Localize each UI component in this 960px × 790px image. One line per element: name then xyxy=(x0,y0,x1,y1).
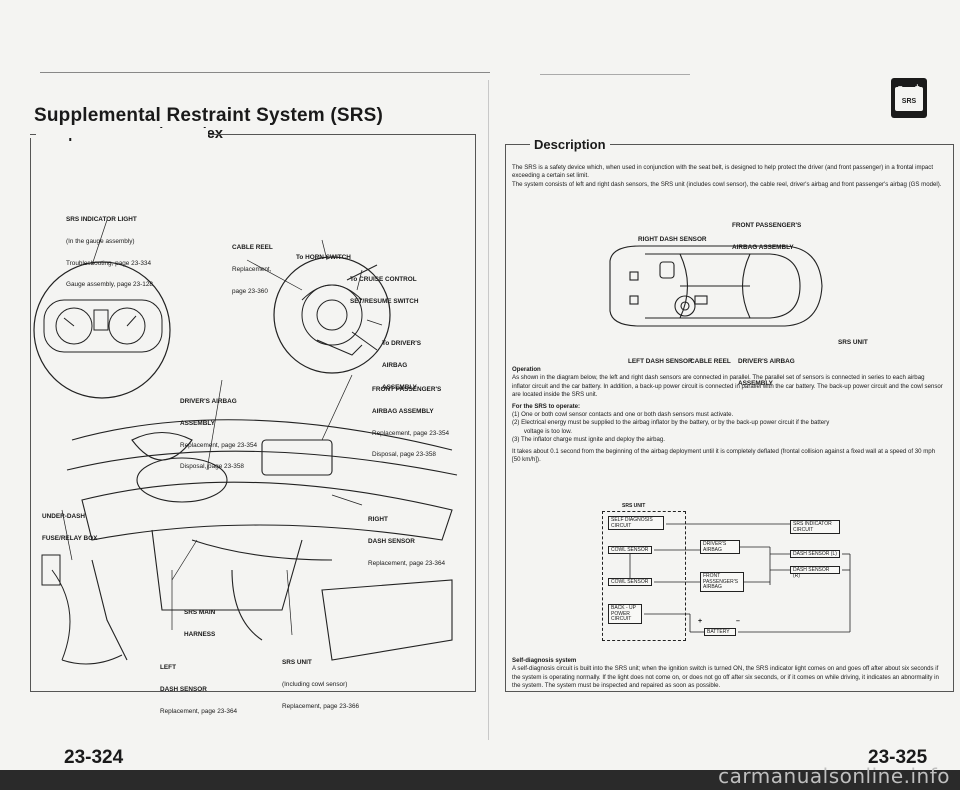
description-heading: Description xyxy=(530,137,610,152)
dashboard-illustration xyxy=(33,219,458,665)
callout-srs-unit: SRS UNIT (Including cowl sensor) Replace… xyxy=(282,659,360,710)
callout-srs-indicator: SRS INDICATOR LIGHT (In the gauge assemb… xyxy=(66,216,153,289)
callout-left-dash-sensor: LEFT DASH SENSOR Replacement, page 23-36… xyxy=(160,664,238,715)
cable-reel-detail xyxy=(301,264,378,356)
callout-right-dash-sensor: RIGHT DASH SENSOR Replacement, page 23-3… xyxy=(368,516,446,567)
block-diagram-wires xyxy=(629,523,851,633)
callout-cable-reel: CABLE REEL Replacement, page 23-360 xyxy=(232,244,273,295)
top-rule xyxy=(40,72,490,73)
page-title: Supplemental Restraint System (SRS) xyxy=(34,105,384,126)
top-rule-right xyxy=(540,74,690,75)
car-label-right-sensor: RIGHT DASH SENSOR xyxy=(638,236,707,244)
badge-minus: – xyxy=(898,82,902,91)
callout-cruise-control: To CRUISE CONTROL SET/RESUME SWITCH xyxy=(350,276,419,306)
dashboard-body xyxy=(66,419,458,661)
callout-to-drivers-airbag: To DRIVER'S AIRBAG ASSEMBLY xyxy=(382,340,422,391)
battery-minus: – xyxy=(736,618,740,625)
left-frame-corner xyxy=(30,134,36,135)
bottom-bar xyxy=(0,770,960,790)
block-dash-sensor-right: DASH SENSOR (R) xyxy=(790,566,840,578)
srs-unit-dashed-box xyxy=(602,511,686,641)
car-label-srs-unit: SRS UNIT xyxy=(838,339,868,347)
badge-battery-icon: SRS xyxy=(895,87,923,111)
page-number-right: 23-325 xyxy=(868,747,928,768)
block-battery: BATTERY xyxy=(704,628,736,636)
left-frame-gap xyxy=(28,128,208,138)
callout-horn-switch: To HORN SWITCH xyxy=(296,254,351,262)
car-label-driver-airbag: DRIVER'S AIRBAG ASSEMBLY xyxy=(738,358,795,388)
srs-badge: – + SRS xyxy=(891,78,927,118)
block-cowl-sensor-2: COWL SENSOR xyxy=(608,578,652,586)
car-label-left-sensor: LEFT DASH SENSOR xyxy=(628,358,693,366)
operation-section: Operation As shown in the diagram below,… xyxy=(512,366,943,464)
block-cowl-sensor-1: COWL SENSOR xyxy=(608,546,652,554)
page-gutter xyxy=(488,80,489,740)
gauge-cluster xyxy=(43,299,163,353)
car-label-front-passenger: FRONT PASSENGER'S AIRBAG ASSEMBLY xyxy=(732,222,802,252)
self-diagnosis-section: Self-diagnosis system A self-diagnosis c… xyxy=(512,657,939,690)
left-page-frame xyxy=(30,134,476,692)
car-label-cable-reel: CABLE REEL xyxy=(690,358,731,366)
intro-paragraph: The SRS is a safety device which, when u… xyxy=(512,164,942,188)
badge-plus: + xyxy=(915,82,920,91)
block-srs-unit-title: SRS UNIT xyxy=(622,503,646,509)
block-dash-sensor-left: DASH SENSOR (L) xyxy=(790,550,840,558)
callout-srs-main-harness: SRS MAIN HARNESS xyxy=(184,609,216,639)
badge-label: SRS xyxy=(901,98,917,105)
car-top-view-diagram xyxy=(609,245,823,327)
callout-drivers-airbag-assembly: DRIVER'S AIRBAG ASSEMBLY Replacement, pa… xyxy=(180,398,258,471)
callout-under-dash-fuse-box: UNDER-DASH FUSE/RELAY BOX xyxy=(42,513,98,543)
watermark: carmanualsonline.info xyxy=(718,764,950,788)
page-number-left: 23-324 xyxy=(64,747,124,768)
right-page-frame xyxy=(505,144,954,692)
battery-plus: + xyxy=(698,618,703,625)
callout-front-passenger-airbag: FRONT PASSENGER'S AIRBAG ASSEMBLY Replac… xyxy=(372,386,450,459)
